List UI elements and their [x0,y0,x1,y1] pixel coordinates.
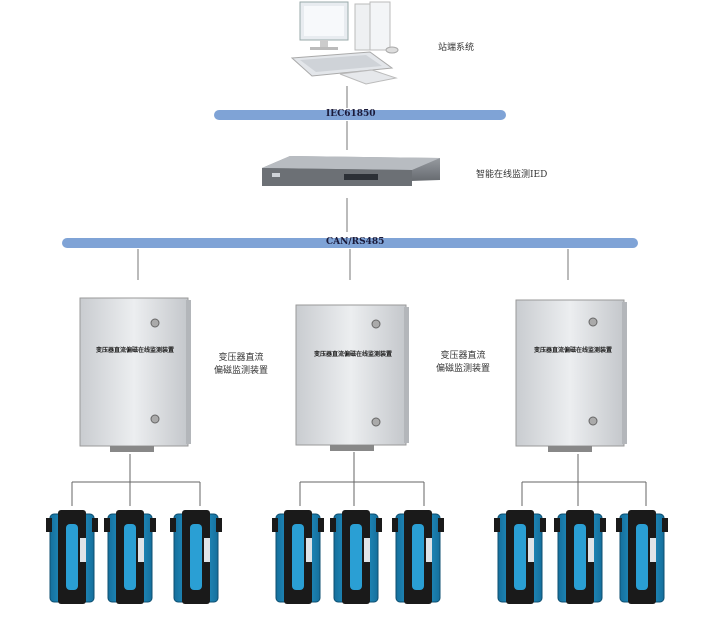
device-label-1-line2: 偏磁监测装置 [214,366,269,376]
can-rs485-bus [62,238,638,248]
iec61850-bus-label: IEC61850 [326,109,376,119]
sensor-4-icon [272,510,324,604]
ied-device-icon [262,156,440,186]
device-label-1: 变压器直流 偏磁监测装置 [214,352,268,378]
device-label-1-line1: 变压器直流 [218,353,264,363]
device-label-2: 变压器直流 偏磁监测装置 [436,350,490,376]
computer-station-icon [290,1,399,85]
sensor-wiring-2 [299,452,425,506]
sensor-6-icon [392,510,444,604]
sensor-5-icon [330,510,382,604]
ied-label: 智能在线监测IED [476,170,548,180]
sensor-group [46,510,668,604]
sensor-1-icon [46,510,98,604]
sensor-8-icon [554,510,606,604]
sensor-wiring-3 [521,454,647,506]
cabinet-3-title: 变压器直流偏磁在线监测装置 [534,347,613,354]
device-label-2-line1: 变压器直流 [440,351,486,361]
cabinet-1-title: 变压器直流偏磁在线监测装置 [96,347,175,354]
iec61850-bus [214,110,506,120]
device-label-2-line2: 偏磁监测装置 [436,364,491,374]
monitor-cabinet-1 [79,297,191,452]
monitor-cabinet-3 [515,299,627,452]
sensor-wiring-1 [71,454,201,506]
cabinet-2-title: 变压器直流偏磁在线监测装置 [314,351,393,358]
sensor-3-icon [170,510,222,604]
can-rs485-bus-label: CAN/RS485 [326,237,385,247]
station-label: 站端系统 [438,43,475,53]
sensor-2-icon [104,510,156,604]
sensor-7-icon [494,510,546,604]
monitor-cabinet-2 [295,304,409,451]
sensor-9-icon [616,510,668,604]
